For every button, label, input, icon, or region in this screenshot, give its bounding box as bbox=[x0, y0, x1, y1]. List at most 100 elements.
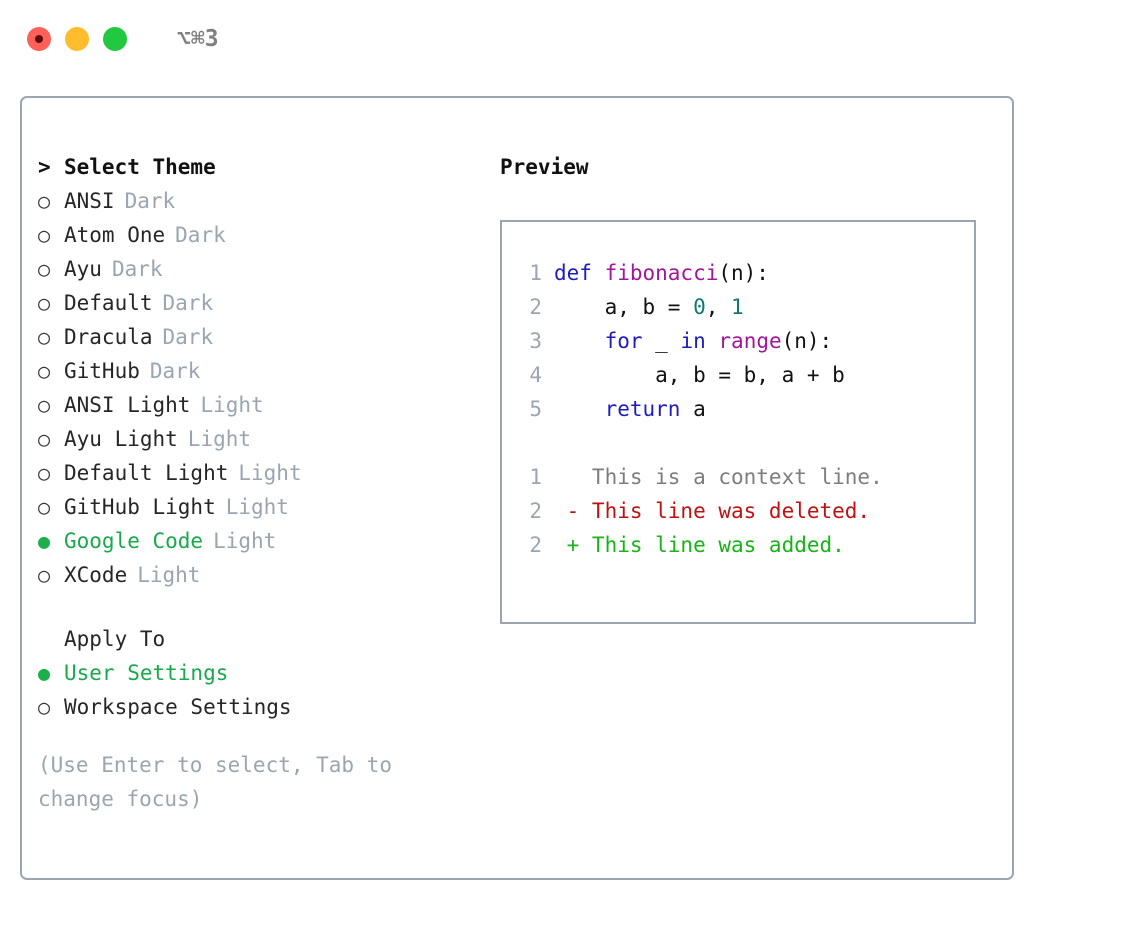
page-title: Select Theme bbox=[64, 155, 216, 179]
theme-item-label: Ayu bbox=[64, 257, 102, 281]
theme-item-label: Default bbox=[64, 291, 153, 315]
diff-line: 1 This is a context line. bbox=[502, 460, 974, 494]
theme-item-variant-tag: Dark bbox=[111, 257, 163, 281]
code-line-text: return a bbox=[554, 392, 974, 426]
radio-selected-icon: ● bbox=[38, 661, 51, 685]
diff-line: 2 - This line was deleted. bbox=[502, 494, 974, 528]
code-line: 4 a, b = b, a + b bbox=[502, 358, 974, 392]
window-controls bbox=[27, 27, 127, 51]
theme-item-variant-tag: Light bbox=[137, 563, 201, 587]
maximize-button[interactable] bbox=[103, 27, 127, 51]
code-token bbox=[554, 329, 605, 353]
code-line: 5 return a bbox=[502, 392, 974, 426]
theme-item-variant-tag: Dark bbox=[124, 189, 176, 213]
diff-line-number: 2 bbox=[529, 533, 542, 557]
apply-to-item-label: Workspace Settings bbox=[64, 695, 292, 719]
code-token: 1 bbox=[731, 295, 744, 319]
code-token: fibonacci bbox=[604, 261, 719, 285]
theme-item-label: GitHub bbox=[64, 359, 140, 383]
diff-line-text: + This line was added. bbox=[554, 533, 845, 557]
diff-line-number: 1 bbox=[529, 465, 542, 489]
code-token bbox=[706, 329, 719, 353]
apply-to-heading: Apply To bbox=[64, 627, 166, 651]
code-token: (n): bbox=[781, 329, 833, 353]
keyboard-shortcut-label: ⌥⌘3 bbox=[177, 25, 219, 52]
code-line-number: 3 bbox=[529, 329, 542, 353]
code-line-number: 2 bbox=[529, 295, 542, 319]
code-line: 2 a, b = 0, 1 bbox=[502, 290, 974, 324]
theme-list-item[interactable]: ○ Dracula Dark bbox=[38, 320, 478, 354]
theme-list-item[interactable]: ○ Default Dark bbox=[38, 286, 478, 320]
radio-unselected-icon: ○ bbox=[38, 563, 51, 587]
code-token: a, b = b, a + b bbox=[554, 363, 845, 387]
code-token: , bbox=[705, 295, 732, 319]
theme-item-label: Google Code bbox=[64, 529, 204, 553]
theme-item-variant-tag: Dark bbox=[162, 325, 214, 349]
code-line-text: a, b = b, a + b bbox=[554, 358, 974, 392]
prompt-caret-icon: > bbox=[38, 155, 51, 179]
code-token: return bbox=[604, 397, 681, 421]
diff-line: 2 + This line was added. bbox=[502, 528, 974, 562]
radio-unselected-icon: ○ bbox=[38, 325, 51, 349]
code-line-text: a, b = 0, 1 bbox=[554, 290, 974, 324]
section-gap bbox=[38, 592, 478, 622]
theme-item-label: XCode bbox=[64, 563, 128, 587]
theme-item-variant-tag: Light bbox=[238, 461, 302, 485]
minimize-button[interactable] bbox=[65, 27, 89, 51]
apply-to-item-label: User Settings bbox=[64, 661, 229, 685]
theme-item-label: ANSI bbox=[64, 189, 115, 213]
radio-unselected-icon: ○ bbox=[38, 257, 51, 281]
theme-item-label: Dracula bbox=[64, 325, 153, 349]
code-token: (n): bbox=[718, 261, 769, 285]
diff-line-text: - This line was deleted. bbox=[554, 499, 871, 523]
radio-unselected-icon: ○ bbox=[38, 393, 51, 417]
theme-list-item[interactable]: ○ Ayu Light Light bbox=[38, 422, 478, 456]
theme-item-variant-tag: Dark bbox=[162, 291, 214, 315]
radio-unselected-icon: ○ bbox=[38, 427, 51, 451]
apply-to-item[interactable]: ○Workspace Settings bbox=[38, 690, 478, 724]
code-diff-gap bbox=[502, 426, 974, 460]
theme-list-item[interactable]: ○ Ayu Dark bbox=[38, 252, 478, 286]
code-line-number: 4 bbox=[529, 363, 542, 387]
title-bar: ⌥⌘3 bbox=[0, 0, 1140, 78]
radio-unselected-icon: ○ bbox=[38, 291, 51, 315]
theme-item-variant-tag: Light bbox=[213, 529, 277, 553]
preview-title: Preview bbox=[500, 155, 589, 179]
theme-item-variant-tag: Light bbox=[187, 427, 252, 451]
theme-item-label: ANSI Light bbox=[64, 393, 191, 417]
theme-item-variant-tag: Light bbox=[225, 495, 289, 519]
code-token: in bbox=[680, 329, 706, 353]
theme-item-label: Ayu Light bbox=[64, 427, 178, 451]
theme-list-item[interactable]: ○ ANSI Dark bbox=[38, 184, 478, 218]
code-token: a bbox=[680, 397, 706, 421]
theme-item-variant-tag: Dark bbox=[175, 223, 226, 247]
radio-unselected-icon: ○ bbox=[38, 359, 51, 383]
diff-line-text: This is a context line. bbox=[554, 465, 883, 489]
apply-to-item[interactable]: ● User Settings bbox=[38, 656, 478, 690]
diff-sample: 1 This is a context line.2 - This line w… bbox=[502, 460, 974, 562]
theme-item-variant-tag: Light bbox=[200, 393, 264, 417]
theme-list-item[interactable]: ○ XCode Light bbox=[38, 558, 478, 592]
keyboard-hint-text: (Use Enter to select, Tab to change focu… bbox=[38, 753, 405, 811]
theme-picker-heading: > Select Theme bbox=[38, 150, 478, 184]
theme-list-item[interactable]: ○ ANSI Light Light bbox=[38, 388, 478, 422]
radio-unselected-icon: ○ bbox=[38, 223, 51, 247]
close-button[interactable] bbox=[27, 27, 51, 51]
radio-unselected-icon: ○ bbox=[38, 461, 51, 485]
code-line: 3 for _ in range(n): bbox=[502, 324, 974, 358]
code-line-text: for _ in range(n): bbox=[554, 324, 974, 358]
radio-unselected-icon: ○ bbox=[38, 189, 51, 213]
code-token: a, b = bbox=[554, 295, 694, 319]
